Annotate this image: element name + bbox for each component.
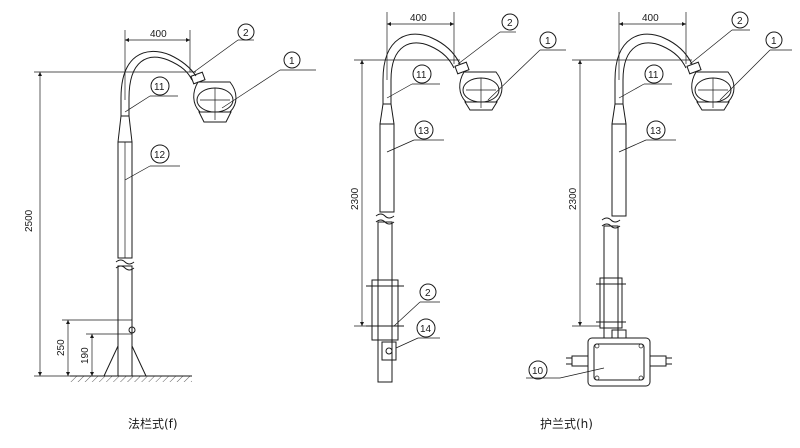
callout-2-lower: 2 <box>393 283 440 327</box>
callout-1: 1 <box>487 31 566 101</box>
callout-13: 13 <box>386 120 444 153</box>
break-mark <box>115 265 135 271</box>
gusset-left <box>103 345 119 377</box>
upper-pole-13 <box>379 123 395 213</box>
lower-pole <box>377 221 393 383</box>
dim-arm-width: 400 <box>410 13 427 24</box>
break-mark <box>115 259 135 265</box>
dim-250: 250 <box>56 339 67 356</box>
callout-12: 12 <box>124 144 180 181</box>
svg-text:2: 2 <box>737 16 743 27</box>
lamp-fixture-1 <box>686 61 735 111</box>
gooseneck-arm-11 <box>120 51 197 116</box>
pole-taper <box>611 103 627 125</box>
svg-text:13: 13 <box>650 126 662 137</box>
gusset-right <box>131 345 147 377</box>
break-mark <box>375 219 395 225</box>
lamp-fixture-1 <box>454 61 503 111</box>
pole-taper <box>117 115 133 143</box>
dim-total-height: 2500 <box>24 209 35 232</box>
svg-text:2: 2 <box>243 28 249 39</box>
variant-guard-clamp: 400 2300 2 1 11 13 <box>350 12 566 383</box>
callout-11: 11 <box>386 64 440 99</box>
dim-arm-width: 400 <box>642 13 659 24</box>
callout-1: 1 <box>221 51 316 109</box>
callout-2: 2 <box>457 13 519 65</box>
svg-text:2: 2 <box>507 18 513 29</box>
break-mark <box>375 213 395 219</box>
svg-text:1: 1 <box>289 56 295 67</box>
break-mark <box>601 223 621 229</box>
callout-11: 11 <box>124 76 178 113</box>
variant-guard: 400 2300 2 1 11 13 <box>526 11 792 431</box>
callout-1: 1 <box>719 31 792 101</box>
break-mark <box>601 217 621 223</box>
callout-14: 14 <box>395 318 440 349</box>
rail-clamp <box>371 279 399 341</box>
junction-box-14 <box>381 341 397 361</box>
svg-text:2: 2 <box>425 288 431 299</box>
dim-total-height: 2300 <box>350 187 361 210</box>
variant-flange: 400 2500 250 190 2 1 11 <box>24 23 316 431</box>
lamp-fixture-1 <box>190 71 237 123</box>
dim-arm-width: 400 <box>150 29 167 40</box>
svg-text:1: 1 <box>771 36 777 47</box>
upper-pole-13 <box>611 123 627 217</box>
rail-clamp <box>599 277 623 329</box>
lower-pole <box>117 265 133 377</box>
svg-text:1: 1 <box>545 36 551 47</box>
callout-11: 11 <box>618 64 672 99</box>
svg-text:13: 13 <box>418 126 430 137</box>
callout-10: 10 <box>526 360 605 380</box>
callout-2: 2 <box>193 23 255 73</box>
lower-pole <box>603 225 619 339</box>
callout-2: 2 <box>689 11 750 65</box>
svg-text:11: 11 <box>648 70 659 81</box>
dim-total-height: 2300 <box>568 187 579 210</box>
svg-text:12: 12 <box>154 150 166 161</box>
svg-text:11: 11 <box>154 82 165 93</box>
junction-box-10 <box>566 329 672 387</box>
ground-hatch <box>70 376 192 382</box>
svg-text:11: 11 <box>416 70 427 81</box>
svg-text:14: 14 <box>420 324 432 335</box>
dim-190: 190 <box>80 347 91 364</box>
caption-flange: 法栏式(f) <box>128 416 178 431</box>
pole-taper <box>379 103 395 125</box>
svg-text:10: 10 <box>532 366 544 377</box>
gooseneck-arm-11-inner <box>128 56 193 116</box>
bolt <box>128 326 136 334</box>
caption-guard: 护兰式(h) <box>540 417 593 431</box>
callout-13: 13 <box>618 120 676 153</box>
